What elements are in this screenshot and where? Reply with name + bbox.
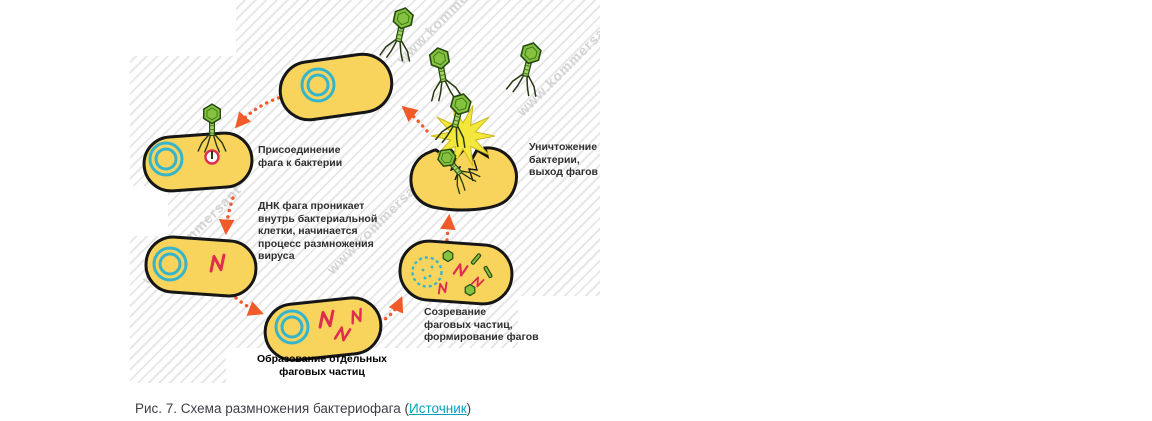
bacterium-dna-replicated [263,296,383,362]
phage-head-part [464,283,476,297]
bacterium-phage-assembly [398,239,514,306]
label-formation: Образование отдельных фаговых частиц [256,353,388,378]
bacteriophage-diagram: www.kommersant www.kommersant www.kommer… [130,0,600,383]
bacterium-free [278,52,394,122]
bacterium-dna-injected [144,235,258,298]
phage-head-part [442,249,454,263]
cycle-arrow-5 [440,213,456,242]
label-destruction: Уничтожение бактерии, выход фагов [529,141,598,179]
phage-floating-2 [422,44,463,103]
cycle-arrow-6 [401,105,429,133]
watermark-mask [130,0,236,56]
bacterium-phage-attached [142,103,254,193]
bacterium-lysis [409,89,518,212]
figure-caption: Рис. 7. Схема размножения бактериофага (… [135,401,471,416]
cycle-arrow-1 [234,94,287,129]
cycle-arrow-2 [218,196,235,236]
label-dna-entry: ДНК фага проникает внутрь бактериальной … [258,200,378,263]
diagram-canvas: www.kommersant www.kommersant www.kommer… [130,0,600,383]
source-link[interactable]: Источник [409,401,467,416]
caption-suffix: ) [466,401,472,416]
cycle-arrow-4 [378,296,404,324]
label-attachment: Присоединение фага к бактерии [258,144,343,169]
watermark-mask [518,296,600,348]
caption-text: Рис. 7. Схема размножения бактериофага ( [135,401,410,416]
watermark-mask [130,186,168,236]
dashed-nucleoid-ring [411,256,443,288]
label-maturation: Созревание фаговых частиц, формирование … [424,306,539,344]
cycle-arrow-3 [234,296,264,316]
